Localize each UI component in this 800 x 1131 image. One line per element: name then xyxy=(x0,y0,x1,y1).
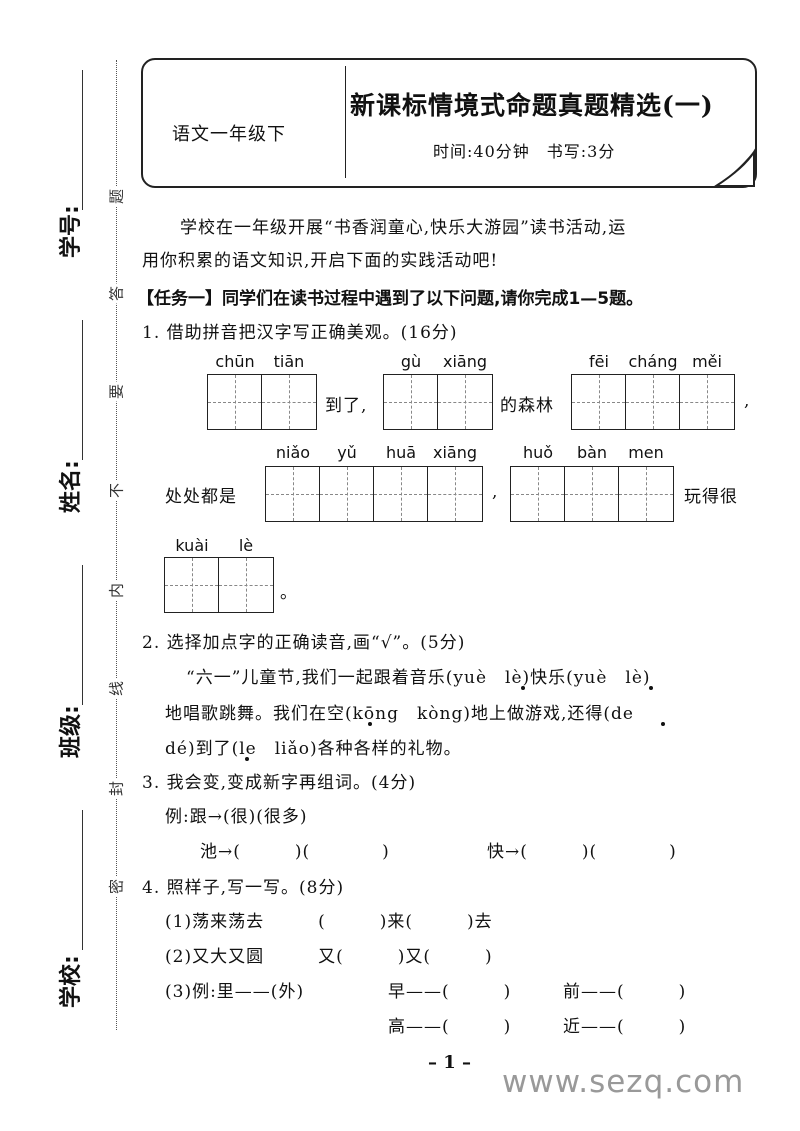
q1-title: 1. 借助拼音把汉字写正确美观。(16分) xyxy=(142,323,458,343)
q4-item-3b: 前——( ) xyxy=(563,982,687,1002)
writing-cell[interactable] xyxy=(680,375,734,429)
q4-item-1: (1)荡来荡去 ( )来( )去 xyxy=(165,912,493,932)
q3-item-1: 池→( )( ) xyxy=(200,842,390,862)
student-id-label: 学号: xyxy=(59,205,84,258)
q4-item-3d: 近——( ) xyxy=(563,1017,687,1037)
q4-item-3-example: (3)例:里——(外) xyxy=(165,982,305,1002)
watermark: www.sezq.com xyxy=(502,1064,745,1100)
seal-char: 要 xyxy=(105,381,127,402)
emphasis-dot xyxy=(661,722,665,726)
pinyin: bàn xyxy=(576,443,608,462)
writing-cell[interactable] xyxy=(619,467,673,521)
intro-line-2: 用你积累的语文知识,开启下面的实践活动吧! xyxy=(142,251,499,271)
writing-grid[interactable] xyxy=(510,466,674,522)
page-curl-icon xyxy=(714,148,755,187)
seal-line xyxy=(116,60,117,1030)
writing-cell[interactable] xyxy=(266,467,320,521)
writing-cell[interactable] xyxy=(262,375,316,429)
q4-item-3c: 高——( ) xyxy=(388,1017,512,1037)
writing-cell[interactable] xyxy=(374,467,428,521)
writing-grid[interactable] xyxy=(265,466,483,522)
q1-row2-sep: , xyxy=(492,482,499,502)
writing-cell[interactable] xyxy=(428,467,482,521)
writing-cell[interactable] xyxy=(320,467,374,521)
writing-grid[interactable] xyxy=(164,557,274,613)
school-underline xyxy=(82,810,83,950)
writing-grid[interactable] xyxy=(383,374,493,430)
header-grade: 语文一年级下 xyxy=(172,124,286,145)
pinyin: chūn xyxy=(215,352,255,371)
header-box xyxy=(141,58,757,188)
name-label: 姓名: xyxy=(59,460,84,513)
pinyin: tiān xyxy=(273,352,305,371)
q1-row2-suffix: 玩得很 xyxy=(684,487,738,507)
pinyin: xiāng xyxy=(432,443,477,462)
pinyin: cháng xyxy=(628,352,678,371)
writing-cell[interactable] xyxy=(219,558,273,612)
seal-char: 密 xyxy=(105,876,127,897)
pinyin: huā xyxy=(385,443,417,462)
q3-title: 3. 我会变,变成新字再组词。(4分) xyxy=(142,773,417,793)
q4-title: 4. 照样子,写一写。(8分) xyxy=(142,878,345,898)
page-number: – 1 – xyxy=(428,1052,472,1073)
q3-example: 例:跟→(很)(很多) xyxy=(165,807,308,827)
q2-title: 2. 选择加点字的正确读音,画“√”。(5分) xyxy=(142,633,466,653)
writing-cell[interactable] xyxy=(565,467,619,521)
school-label: 学校: xyxy=(59,955,84,1008)
header-time-info: 时间:40分钟 书写:3分 xyxy=(433,142,616,161)
seal-char: 题 xyxy=(105,186,127,207)
q1-row1-text-c: , xyxy=(744,391,751,411)
writing-grid[interactable] xyxy=(571,374,735,430)
emphasis-dot xyxy=(245,757,249,761)
q3-item-2: 快→( )( ) xyxy=(487,842,677,862)
header-divider xyxy=(345,66,346,178)
pinyin: fēi xyxy=(589,352,609,371)
writing-cell[interactable] xyxy=(165,558,219,612)
task1-heading: 【任务一】同学们在读书过程中遇到了以下问题,请你完成1—5题。 xyxy=(137,289,644,309)
q1-row1-text-a: 到了, xyxy=(325,396,368,416)
name-underline xyxy=(82,320,83,460)
writing-cell[interactable] xyxy=(626,375,680,429)
q1-row1-text-b: 的森林 xyxy=(500,396,554,416)
class-underline xyxy=(82,565,83,705)
pinyin: kuài xyxy=(175,536,209,555)
pinyin: měi xyxy=(692,352,722,371)
seal-char: 不 xyxy=(105,480,127,501)
seal-char: 内 xyxy=(105,580,127,601)
seal-char: 封 xyxy=(105,778,127,799)
header-title: 新课标情境式命题真题精选(一) xyxy=(350,91,714,120)
pinyin: huǒ xyxy=(522,443,554,462)
q1-row3-suffix: 。 xyxy=(280,583,298,603)
pinyin: yǔ xyxy=(337,443,357,462)
seal-char: 线 xyxy=(105,678,127,699)
pinyin: gù xyxy=(400,352,422,371)
pinyin: xiāng xyxy=(442,352,487,371)
q2-line-2: 地唱歌跳舞。我们在空(kōng kòng)地上做游戏,还得(de xyxy=(165,704,634,724)
writing-cell[interactable] xyxy=(572,375,626,429)
emphasis-dot xyxy=(521,686,525,690)
emphasis-dot xyxy=(649,686,653,690)
seal-char: 答 xyxy=(105,283,127,304)
pinyin: niǎo xyxy=(275,443,311,462)
q1-row2-prefix: 处处都是 xyxy=(165,487,237,507)
writing-cell[interactable] xyxy=(511,467,565,521)
q2-line-3: dé)到了(le liǎo)各种各样的礼物。 xyxy=(165,739,462,759)
class-label: 班级: xyxy=(59,705,84,758)
emphasis-dot xyxy=(368,722,372,726)
writing-grid[interactable] xyxy=(207,374,317,430)
writing-cell[interactable] xyxy=(208,375,262,429)
pinyin: men xyxy=(628,443,664,462)
writing-cell[interactable] xyxy=(384,375,438,429)
student-id-underline xyxy=(82,70,83,210)
writing-cell[interactable] xyxy=(438,375,492,429)
q2-line-1: “六一”儿童节,我们一起跟着音乐(yuè lè)快乐(yuè lè) xyxy=(186,668,651,688)
pinyin: lè xyxy=(238,536,254,555)
q4-item-3a: 早——( ) xyxy=(388,982,512,1002)
q4-item-2: (2)又大又圆 又( )又( ) xyxy=(165,947,493,967)
intro-line-1: 学校在一年级开展“书香润童心,快乐大游园”读书活动,运 xyxy=(180,218,627,238)
